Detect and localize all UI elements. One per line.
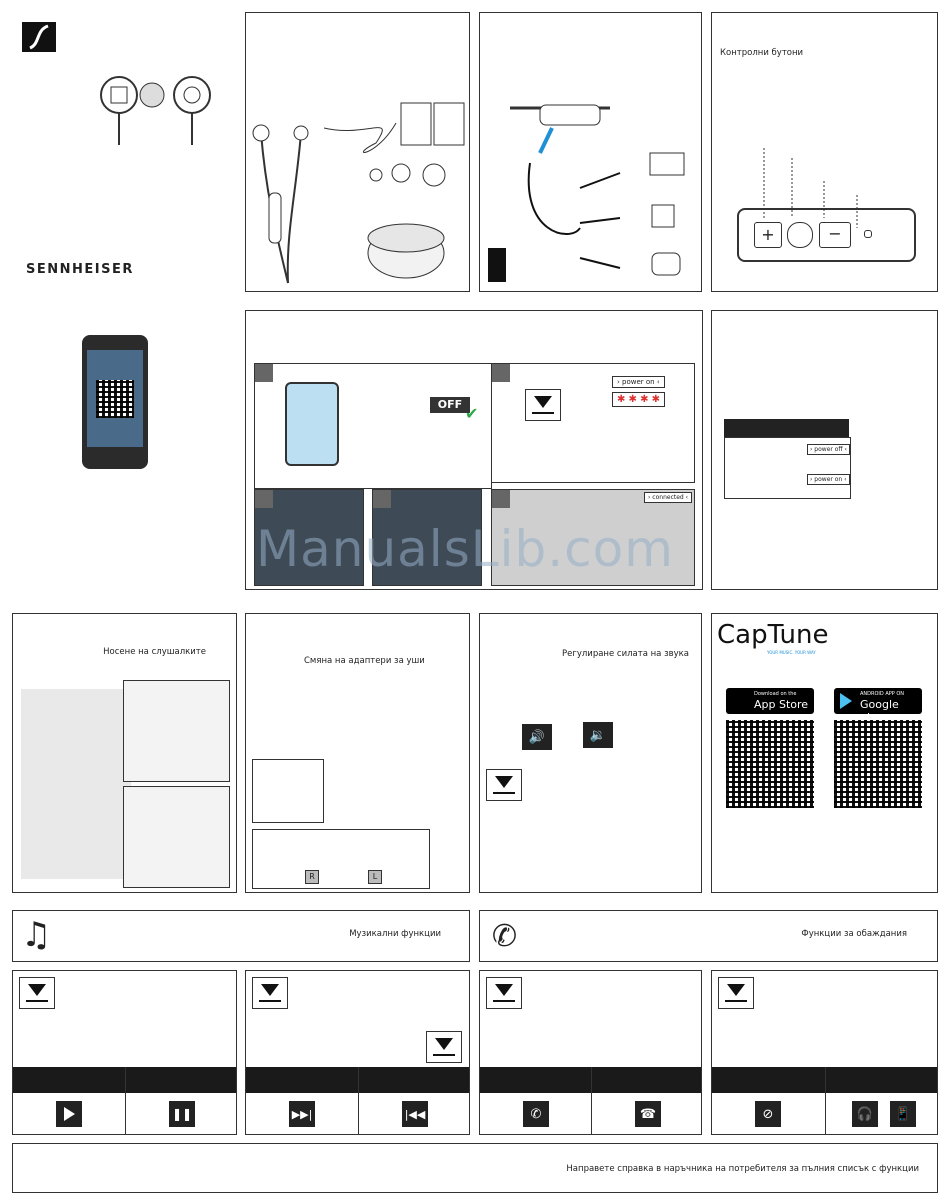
multi-function-button bbox=[787, 222, 813, 248]
left-ear-label: L bbox=[368, 870, 382, 884]
power-off-label: › power off ‹ bbox=[807, 444, 850, 455]
person-wearing-illustration bbox=[21, 689, 131, 879]
package-contents-illustration bbox=[252, 102, 465, 284]
wearing-panel: Носене на слушалките bbox=[12, 613, 237, 893]
previous-track-icon: |◀◀ bbox=[402, 1101, 428, 1127]
google-play-qr-code bbox=[834, 720, 922, 808]
connected-label: › connected ‹ bbox=[644, 492, 693, 503]
power-on-status-label: › power on ‹ bbox=[807, 474, 850, 485]
volume-panel: Регулиране силата на звука 🔊 🔉 bbox=[479, 613, 702, 893]
wearing-title: Носене на слушалките bbox=[103, 647, 206, 657]
control-buttons-panel: Контролни бутони + − bbox=[711, 12, 938, 292]
pairing-panel: OFF ✔ › power on ‹ ✱ ✱ ✱ ✱ › connected ‹ bbox=[245, 310, 703, 590]
charging-panel bbox=[479, 12, 702, 292]
accept-call-icon: ✆ bbox=[523, 1101, 549, 1127]
reject-call-icon: ⊘ bbox=[755, 1101, 781, 1127]
control-buttons-title: Контролни бутони bbox=[720, 48, 804, 58]
press-icon bbox=[426, 1031, 462, 1063]
power-panel: › power off ‹ › power on ‹ bbox=[711, 310, 938, 590]
app-store-button[interactable]: Download on the App Store bbox=[726, 688, 814, 714]
pause-icon: ❚❚ bbox=[169, 1101, 195, 1127]
volume-title: Регулиране силата на звука bbox=[562, 649, 689, 659]
package-contents-panel bbox=[245, 12, 470, 292]
phone-icon: ✆ bbox=[492, 919, 518, 954]
call-answer-panel: ✆ ☎ bbox=[479, 970, 702, 1135]
music-functions-title: Музикални функции bbox=[349, 929, 441, 939]
right-ear-label: R bbox=[305, 870, 319, 884]
phone-illustration bbox=[285, 382, 339, 466]
app-qr-code bbox=[96, 380, 134, 418]
ear-adapters-title: Смяна на адаптери за уши bbox=[304, 656, 425, 666]
smartphone-illustration bbox=[82, 335, 148, 469]
captune-tagline: YOUR MUSIC. YOUR WAY bbox=[767, 650, 816, 655]
call-reject-panel: ⊘ 🎧 📱 bbox=[711, 970, 938, 1135]
press-icon bbox=[486, 769, 522, 801]
play-icon bbox=[56, 1101, 82, 1127]
press-icon bbox=[19, 977, 55, 1009]
check-icon: ✔ bbox=[465, 404, 479, 423]
power-on-label: › power on ‹ bbox=[612, 376, 665, 388]
captune-logo: CapTune bbox=[717, 620, 829, 650]
led-indicator bbox=[864, 230, 872, 238]
play-pause-panel: ❚❚ bbox=[12, 970, 237, 1135]
remote-illustration: + − bbox=[737, 208, 916, 262]
volume-down-button: − bbox=[819, 222, 851, 248]
music-functions-header: ♫ Музикални функции bbox=[12, 910, 470, 962]
app-store-qr-code bbox=[726, 720, 814, 808]
volume-down-icon: 🔉 bbox=[583, 722, 613, 748]
brand-name: SENNHEISER bbox=[26, 262, 134, 277]
next-track-icon: ▶▶| bbox=[289, 1101, 315, 1127]
press-icon bbox=[252, 977, 288, 1009]
brand-panel: SENNHEISER bbox=[12, 12, 234, 292]
earbuds-illustration bbox=[97, 67, 217, 151]
end-call-icon: ☎ bbox=[635, 1101, 661, 1127]
music-notes-icon: ♫ bbox=[21, 915, 52, 955]
press-hold-icon bbox=[525, 389, 561, 421]
transfer-call-headset-icon: 🎧 bbox=[852, 1101, 878, 1127]
google-play-icon bbox=[840, 693, 852, 709]
transfer-call-phone-icon: 📱 bbox=[890, 1101, 916, 1127]
ear-adapters-panel: Смяна на адаптери за уши R L bbox=[245, 613, 470, 893]
sennheiser-logo-icon bbox=[22, 22, 56, 52]
volume-up-button: + bbox=[754, 222, 782, 248]
captune-panel: CapTune YOUR MUSIC. YOUR WAY Download on… bbox=[711, 613, 938, 893]
volume-up-icon: 🔊 bbox=[522, 724, 552, 750]
call-functions-header: ✆ Функции за обаждания bbox=[479, 910, 938, 962]
press-icon bbox=[718, 977, 754, 1009]
off-label: OFF bbox=[430, 397, 470, 413]
footer-panel: Направете справка в наръчника на потреби… bbox=[12, 1143, 938, 1193]
google-play-button[interactable]: ANDROID APP ON Google play bbox=[834, 688, 922, 724]
call-functions-title: Функции за обаждания bbox=[801, 929, 907, 939]
charging-illustration bbox=[488, 104, 685, 282]
app-qr-panel bbox=[12, 310, 234, 590]
led-blink-red-blue: ✱ ✱ ✱ ✱ bbox=[612, 392, 666, 407]
track-skip-panel: ▶▶| |◀◀ bbox=[245, 970, 470, 1135]
footer-note: Направете справка в наръчника на потреби… bbox=[566, 1164, 919, 1174]
press-icon bbox=[486, 977, 522, 1009]
